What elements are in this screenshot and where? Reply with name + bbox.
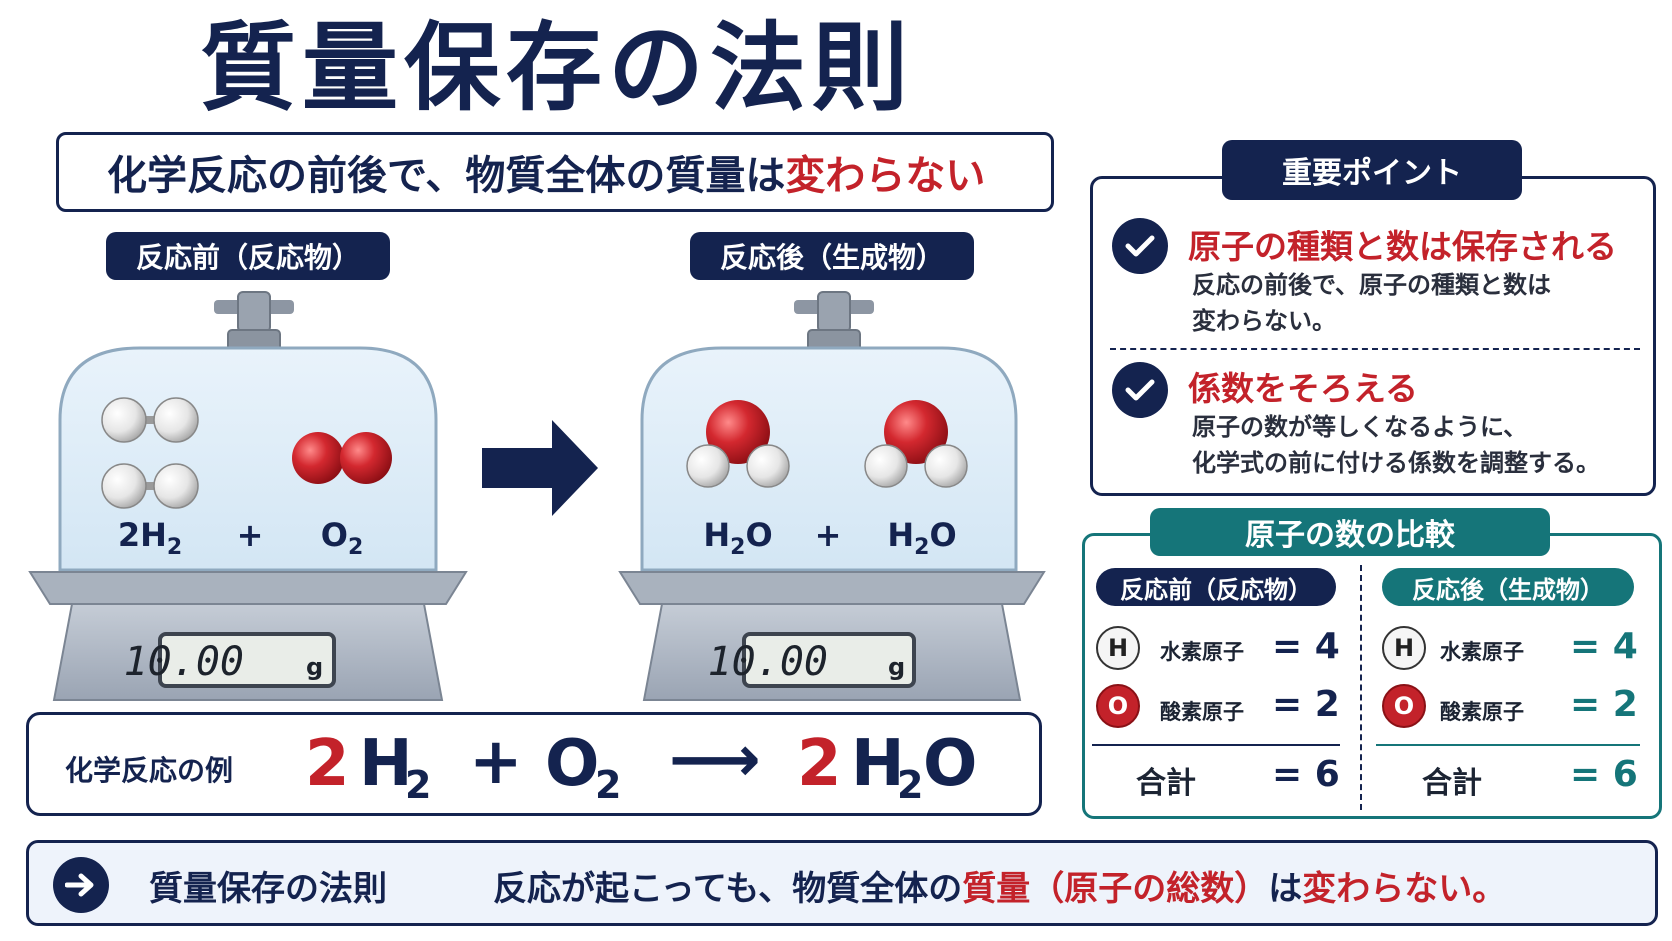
after-right-o: O <box>929 516 956 554</box>
comparison-before-total-label: 合計 <box>1136 766 1196 801</box>
check-icon <box>1112 362 1168 418</box>
hydrogen-atom-icon: H <box>1096 626 1140 670</box>
formula-o2: O <box>923 727 978 801</box>
reaction-example-box: 化学反応の例 2 H 2 + O 2 ⟶ 2 H 2 O <box>26 712 1042 816</box>
before-formula-right-sub: 2 <box>348 535 363 560</box>
after-scale-reading: 10.00 <box>708 639 828 685</box>
before-formula-left-sub: 2 <box>167 535 182 560</box>
before-scale-unit: g <box>306 653 323 681</box>
arrow-right-icon <box>53 857 109 913</box>
scales-illustration: 10.00 g 2H2 + O2 <box>28 291 1046 701</box>
subtitle-text: 化学反応の前後で、物質全体の質量は <box>107 153 786 199</box>
after-plus: + <box>815 516 842 554</box>
points-divider <box>1110 348 1640 350</box>
after-label: 反応後（生成物） <box>690 232 974 280</box>
water-molecule-icon <box>864 400 968 488</box>
comparison-after-h-name: 水素原子 <box>1440 640 1524 664</box>
point-1-line-1: 反応の前後で、原子の種類と数は <box>1192 271 1552 299</box>
formula-h2: H <box>851 727 905 801</box>
svg-text:2H2: 2H2 <box>118 516 182 560</box>
oxygen-atom-icon: O <box>1382 684 1426 728</box>
comparison-after-o-name: 酸素原子 <box>1440 700 1524 724</box>
summary-text: 反応が起こっても、物質全体の質量（原子の総数）は変わらない。 <box>493 861 1506 910</box>
summary-title: 質量保存の法則 <box>149 869 387 909</box>
after-right-h: H <box>887 516 914 554</box>
formula-plus: + <box>469 725 523 799</box>
page-title: 質量保存の法則 <box>200 12 914 124</box>
formula-h: H <box>359 727 413 801</box>
after-left-h: H <box>703 516 730 554</box>
reaction-example-caption: 化学反応の例 <box>65 754 234 787</box>
coefficient-2: 2 <box>797 727 842 801</box>
point-1-heading: 原子の種類と数は保存される <box>1188 227 1617 266</box>
oxygen-molecule-icon <box>292 432 392 484</box>
point-2-line-2: 化学式の前に付ける係数を調整する。 <box>1192 449 1600 477</box>
summary-text-b: 質量（原子の総数） <box>962 869 1269 909</box>
comparison-after-total-label: 合計 <box>1422 766 1482 801</box>
svg-text:H2O: H2O <box>703 516 772 560</box>
comparison-after-o-value: = 2 <box>1570 684 1638 725</box>
comparison-before-h-value: = 4 <box>1272 626 1340 667</box>
after-left-o: O <box>745 516 772 554</box>
svg-text:H2O: H2O <box>887 516 956 560</box>
point-2-heading: 係数をそろえる <box>1188 369 1419 408</box>
important-points-tab: 重要ポイント <box>1222 140 1522 200</box>
point-1-line-2: 変わらない。 <box>1192 307 1336 335</box>
after-right-sub: 2 <box>914 535 929 560</box>
before-scale: 10.00 g 2H2 + O2 <box>28 291 468 701</box>
valve-icon <box>214 291 294 353</box>
before-plus: + <box>237 516 264 554</box>
comparison-before-o-name: 酸素原子 <box>1160 700 1244 724</box>
arrow-right-icon <box>482 420 598 516</box>
formula-o-sub: 2 <box>595 763 622 807</box>
valve-icon <box>794 291 874 353</box>
reaction-arrow-icon: ⟶ <box>669 723 761 797</box>
comparison-before-o-value: = 2 <box>1272 684 1340 725</box>
hydrogen-molecule-icon <box>101 463 199 509</box>
comparison-after-total-value: = 6 <box>1570 754 1638 795</box>
water-molecule-icon <box>686 400 790 488</box>
coefficient-1: 2 <box>305 727 350 801</box>
summary-text-a: 反応が起こっても、物質全体の <box>493 869 963 909</box>
comparison-after-rule <box>1376 744 1640 746</box>
summary-text-c: は <box>1268 869 1303 909</box>
subtitle-box: 化学反応の前後で、物質全体の質量は変わらない <box>56 132 1054 212</box>
formula-h2-sub: 2 <box>897 763 924 807</box>
before-label: 反応前（反応物） <box>106 232 390 280</box>
after-scale-unit: g <box>888 653 905 681</box>
comparison-divider <box>1360 565 1362 810</box>
oxygen-atom-icon: O <box>1096 684 1140 728</box>
after-scale: 10.00 g H2O + H2O <box>618 291 1046 701</box>
point-2-line-1: 原子の数が等しくなるように、 <box>1192 413 1528 441</box>
comparison-before-h-name: 水素原子 <box>1160 640 1244 664</box>
check-icon <box>1112 218 1168 274</box>
law-summary-bar: 質量保存の法則 反応が起こっても、物質全体の質量（原子の総数）は変わらない。 <box>26 840 1658 926</box>
before-scale-reading: 10.00 <box>124 639 244 685</box>
comparison-before-rule <box>1092 744 1340 746</box>
hydrogen-molecule-icon <box>101 397 199 443</box>
atom-comparison-tab: 原子の数の比較 <box>1150 508 1550 556</box>
formula-h-sub: 2 <box>405 763 432 807</box>
formula-o: O <box>545 727 600 801</box>
comparison-after-label: 反応後（生成物） <box>1382 568 1634 606</box>
after-left-sub: 2 <box>730 535 745 560</box>
comparison-before-total-value: = 6 <box>1272 754 1340 795</box>
comparison-before-label: 反応前（反応物） <box>1096 568 1336 606</box>
subtitle-highlight: 変わらない <box>785 153 986 199</box>
svg-text:O2: O2 <box>321 516 364 560</box>
before-formula-right: O <box>321 516 348 554</box>
comparison-after-h-value: = 4 <box>1570 626 1638 667</box>
before-formula-left: 2H <box>118 516 167 554</box>
summary-text-d: 変わらない。 <box>1302 869 1507 909</box>
hydrogen-atom-icon: H <box>1382 626 1426 670</box>
